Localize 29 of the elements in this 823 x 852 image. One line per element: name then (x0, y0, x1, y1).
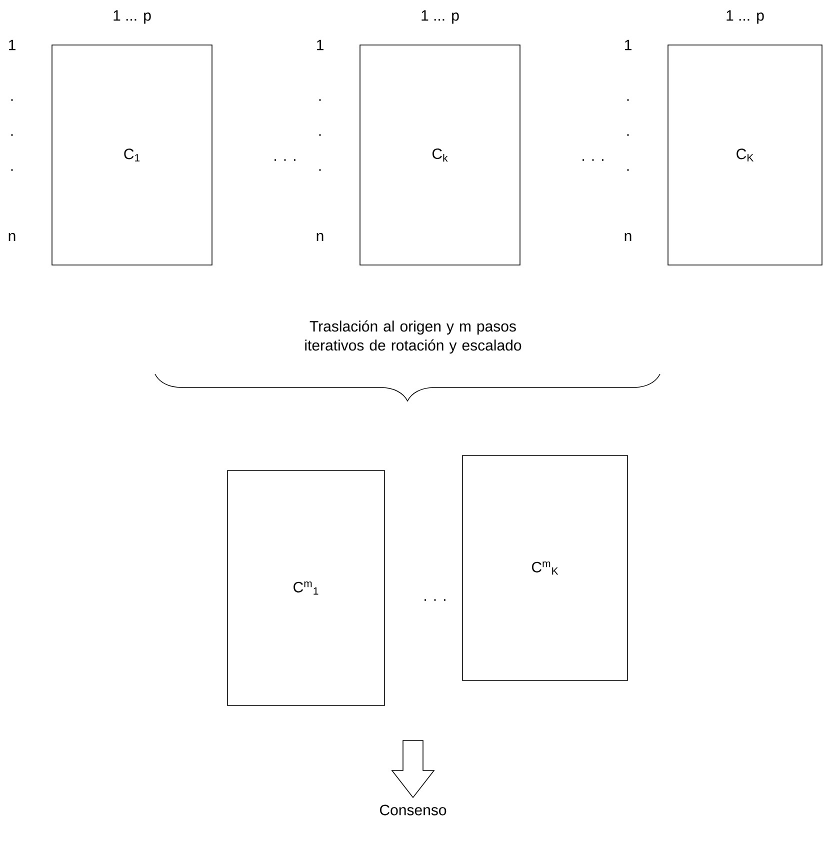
row-label: 1 (316, 40, 324, 50)
ellipsis: . . . (582, 159, 604, 161)
matrix-box: C$_{K}$ (668, 44, 822, 266)
matrix-box: C$_{1}$ (52, 44, 212, 266)
ellipsis: . . . (274, 159, 296, 161)
result-label: Consenso (380, 804, 446, 816)
row-label: n (8, 232, 16, 242)
matrix-box: C$^{m}$1 (227, 470, 385, 706)
row-label: . (11, 169, 13, 171)
row-label: . (319, 169, 321, 171)
matrix-box: C$^{m}$K (462, 455, 628, 681)
column-label: 1 ... p (726, 10, 764, 24)
row-label: . (11, 99, 13, 101)
row-label: . (627, 99, 629, 101)
row-label: . (11, 134, 13, 136)
matrix-box: C$_{k}$ (360, 44, 520, 266)
row-label: n (624, 232, 632, 242)
row-label: . (319, 99, 321, 101)
row-label: . (627, 169, 629, 171)
column-label: 1 ... p (114, 10, 151, 24)
column-label: 1 ... p (422, 10, 459, 24)
ellipsis: . . . (424, 599, 446, 601)
row-label: n (316, 232, 324, 242)
row-label: . (627, 134, 629, 136)
row-label: . (319, 134, 321, 136)
description-text: Traslación al origen y m pasos iterativos de rotación y escalado (305, 320, 522, 354)
hollow-arrow (391, 740, 435, 798)
row-label: 1 (8, 40, 16, 50)
row-label: 1 (624, 40, 632, 50)
